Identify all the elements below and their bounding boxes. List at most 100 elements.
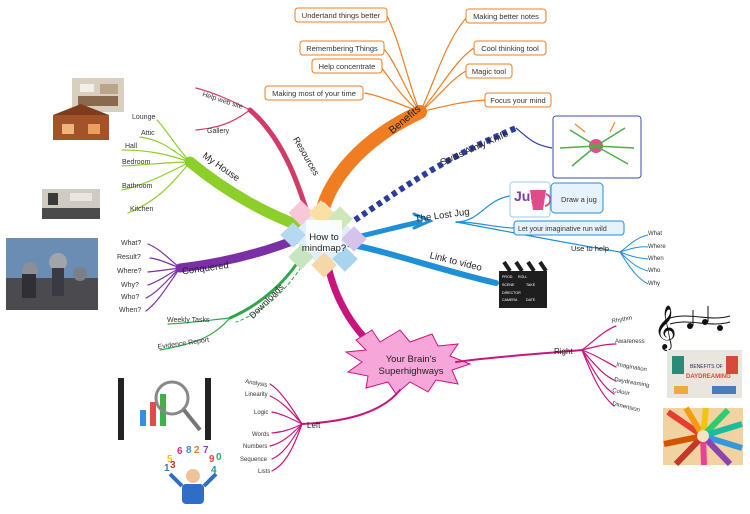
mindmap-thumbnail-image[interactable] (552, 115, 642, 179)
brain-title: Your Brain's (386, 354, 437, 365)
daydream-card-line: BENEFITS OF (690, 364, 723, 370)
left-item-label[interactable]: Numbers (243, 444, 267, 450)
clapper-label: DIRECTOR (502, 291, 521, 295)
benefit-box[interactable] (465, 8, 547, 24)
house-item-label[interactable]: Bathroom (122, 183, 153, 190)
number-digit: 1 (164, 463, 170, 474)
attic-image[interactable] (53, 104, 109, 140)
numbers-person-image[interactable]: 6 8 2 7 9 0 5 1 3 4 (160, 445, 228, 506)
house-item-label[interactable]: Lounge (132, 114, 155, 121)
number-digit: 5 (167, 454, 173, 465)
benefit-item-label: Help concentrate (319, 62, 376, 71)
battle-image[interactable] (6, 238, 98, 310)
jug-task-label: Draw a jug (561, 195, 597, 204)
benefit-item-label: Remembering Things (306, 44, 378, 53)
conquered-item-label[interactable]: What? (121, 240, 141, 247)
conquered-item-label[interactable]: When? (119, 307, 141, 314)
downloads-label: Downloads (247, 282, 286, 321)
number-digit: 7 (203, 445, 209, 456)
svg-text:𝄞: 𝄞 (654, 306, 676, 351)
central-title: How to (309, 232, 339, 243)
left-items: Analysis Linearity Logic Words Numbers S… (240, 379, 270, 475)
benefit-box[interactable] (473, 40, 547, 56)
jug-task-label: Let your imaginative run wild (518, 226, 607, 233)
conquered-item-label[interactable]: Where? (117, 268, 142, 275)
use-to-help-item[interactable]: Where (648, 244, 666, 250)
left-item-label[interactable]: Analysis (245, 379, 268, 389)
number-digit: 9 (209, 454, 215, 465)
clapper-label: SCENE (502, 283, 515, 287)
use-to-help-branch (619, 234, 649, 285)
number-digit: 8 (186, 445, 192, 456)
right-item-label[interactable]: Imagination (616, 362, 648, 373)
jug-task-box[interactable] (550, 182, 604, 214)
use-to-help-items: What Where When Who Why (648, 231, 666, 287)
benefits-branch (315, 13, 487, 219)
daydreaming-card-image[interactable]: BENEFITS OF DAYDREAMING (667, 350, 742, 398)
clapper-label: TAKE (526, 283, 536, 287)
benefit-box[interactable] (465, 63, 513, 79)
house-item-label[interactable]: Kitchen (130, 206, 153, 213)
benefit-item-label: Focus your mind (490, 96, 545, 105)
house-item-label[interactable]: Hall (125, 143, 138, 150)
jug-image[interactable]: Jug (509, 181, 552, 218)
swiss-branch (353, 125, 553, 223)
clapperboard-icon[interactable]: PROD. ROLL SCENE TAKE DIRECTOR CAMERA DA… (499, 260, 548, 308)
left-item-label[interactable]: Logic (254, 410, 268, 416)
brain-starburst[interactable] (344, 329, 472, 395)
conquered-item-label[interactable]: Who? (121, 294, 139, 301)
right-items: Rhythm Awareness Imagination Daydreaming… (611, 315, 650, 413)
use-to-help-item[interactable]: Why (648, 281, 660, 287)
conquered-item-label[interactable]: Why? (121, 282, 139, 289)
music-notes-image[interactable]: 𝄞 (652, 300, 732, 351)
brain-title: Superhighways (379, 366, 444, 377)
central-node[interactable] (280, 200, 367, 278)
analysis-chart-image[interactable] (118, 378, 212, 440)
benefit-box[interactable] (311, 58, 383, 74)
benefit-box[interactable] (299, 40, 385, 56)
conquered-items: What? Result? Where? Why? Who? When? (117, 240, 142, 314)
conquered-item-label[interactable]: Result? (117, 254, 141, 261)
right-item-label[interactable]: Awareness (615, 339, 645, 345)
resource-item-label[interactable]: Gallery (207, 128, 230, 135)
left-label: Left (307, 421, 321, 430)
use-to-help-item[interactable]: When (648, 256, 664, 262)
clapper-label: CAMERA (502, 298, 518, 302)
benefit-item-label: Undertand things better (302, 11, 381, 20)
benefit-item-label: Making better notes (473, 12, 539, 21)
use-to-help-item[interactable]: What (648, 231, 662, 237)
resource-item-label[interactable]: Help web site (201, 91, 243, 111)
clapper-label: ROLL (518, 275, 527, 279)
video-branch (345, 241, 499, 286)
right-item-label[interactable]: Rhythm (611, 315, 632, 324)
left-branch (269, 383, 401, 472)
left-item-label[interactable]: Words (252, 432, 269, 438)
left-item-label[interactable]: Sequence (240, 457, 268, 463)
house-item-label[interactable]: Attic (141, 130, 155, 137)
benefit-item-label: Making most of your time (272, 89, 356, 98)
benefit-box[interactable] (484, 92, 552, 108)
left-item-label[interactable]: Linearity (245, 392, 268, 398)
clapper-label: PROD. (502, 275, 513, 279)
benefit-box[interactable] (264, 85, 364, 101)
right-item-label[interactable]: Dimension (612, 401, 641, 414)
kitchen-image[interactable] (42, 189, 100, 219)
right-item-label[interactable]: Daydreaming (614, 377, 650, 389)
downloads-item-label[interactable]: Evidence Report (157, 337, 209, 351)
house-items: Lounge Attic Hall Bedroom Bathroom Kitch… (122, 114, 155, 213)
number-digit: 2 (194, 445, 200, 456)
house-branch (121, 119, 306, 232)
benefit-box[interactable] (294, 7, 388, 23)
downloads-item-label[interactable]: Weekly Tasks (167, 317, 210, 324)
clapper-label: DATE (526, 298, 536, 302)
number-digit: 6 (177, 446, 183, 457)
use-to-help-item[interactable]: Who (648, 268, 661, 274)
house-item-label[interactable]: Bedroom (122, 159, 151, 166)
left-item-label[interactable]: Lists (258, 469, 270, 475)
right-item-label[interactable]: Colour (612, 388, 630, 397)
swiss-label: Swiss Army Knife (439, 129, 511, 169)
jug-task-box[interactable] (513, 220, 625, 236)
colored-pencils-image[interactable] (663, 406, 743, 467)
benefit-boxes: Undertand things better Remembering Thin… (264, 7, 552, 108)
